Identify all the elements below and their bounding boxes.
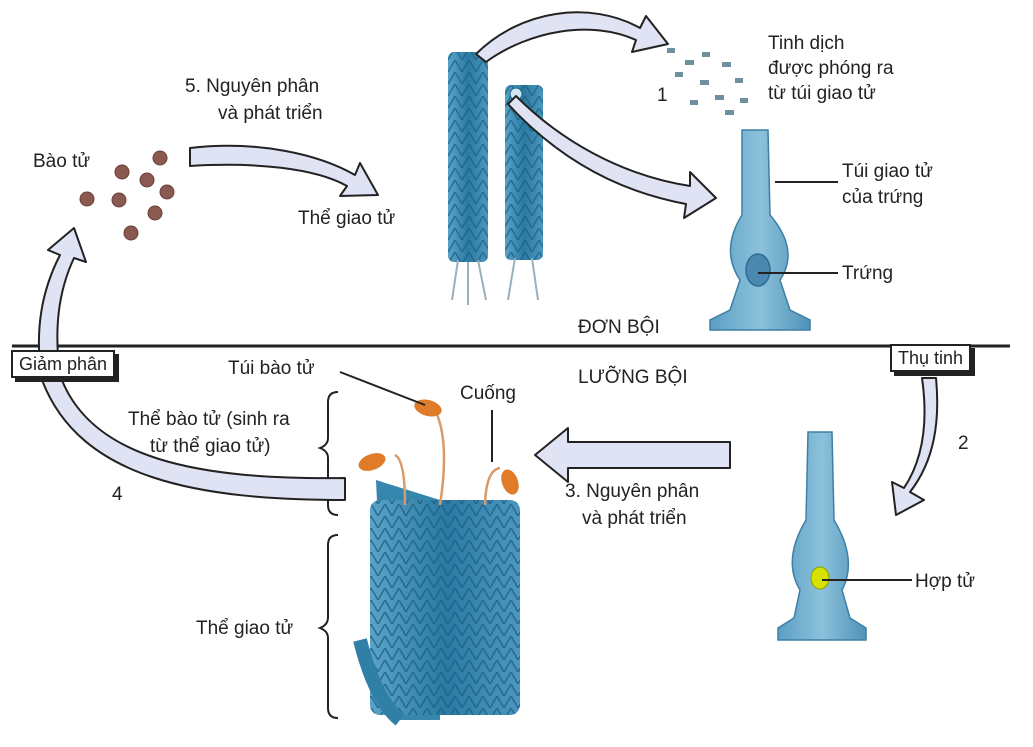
sperm-particles bbox=[667, 48, 748, 115]
egg-sac-label-2: của trứng bbox=[842, 187, 924, 208]
step-1-label: 1 bbox=[657, 85, 668, 106]
sperm-release-label-1: Tinh dịch bbox=[768, 33, 845, 54]
leader-lines bbox=[339, 181, 912, 581]
step-3-label-1: 3. Nguyên phân bbox=[565, 481, 700, 502]
gametophyte-bottom-label: Thể giao tử bbox=[196, 618, 294, 639]
spore-capsule-label: Túi bào tử bbox=[228, 358, 315, 379]
braces bbox=[317, 391, 339, 719]
arrow-mitosis-5 bbox=[189, 144, 379, 197]
arrow-fertilization bbox=[891, 377, 939, 516]
sperm-release-label-2: được phóng ra bbox=[768, 58, 894, 79]
spores-label: Bào tử bbox=[33, 151, 91, 172]
step-5-label-1: 5. Nguyên phân bbox=[185, 76, 320, 97]
egg-sac-label-1: Túi giao tử bbox=[842, 161, 933, 182]
zygote-sac bbox=[777, 431, 867, 641]
zygote-label: Hợp tử bbox=[915, 571, 976, 592]
step-5-label-2: và phát triển bbox=[218, 103, 323, 124]
arrow-to-sperm bbox=[475, 11, 669, 63]
sperm-release-label-3: từ túi giao tử bbox=[768, 83, 876, 104]
haploid-label: ĐƠN BỘI bbox=[578, 317, 660, 338]
egg-label: Trứng bbox=[842, 263, 894, 284]
gametophyte-male bbox=[448, 52, 488, 305]
arrow-meiosis bbox=[37, 227, 346, 501]
step-3-label-2: và phát triển bbox=[582, 508, 687, 529]
sporophyte-on-gametophyte bbox=[353, 399, 520, 726]
egg-sac bbox=[709, 129, 811, 331]
fertilization-box: Thụ tinh bbox=[890, 344, 972, 372]
step-4-label: 4 bbox=[112, 484, 123, 505]
gametophyte-top-label: Thể giao tử bbox=[298, 208, 396, 229]
stalk-label: Cuống bbox=[460, 383, 516, 404]
diploid-label: LƯỠNG BỘI bbox=[578, 367, 688, 388]
arrow-to-egg-sac bbox=[507, 95, 717, 219]
arrow-mitosis-3 bbox=[534, 427, 731, 483]
meiosis-box: Giảm phân bbox=[11, 350, 116, 378]
step-2-label: 2 bbox=[958, 433, 969, 454]
spore-cluster bbox=[79, 150, 175, 241]
sporophyte-label-1: Thể bào tử (sinh ra bbox=[128, 409, 290, 430]
sporophyte-label-2: từ thể giao tử) bbox=[150, 436, 271, 457]
